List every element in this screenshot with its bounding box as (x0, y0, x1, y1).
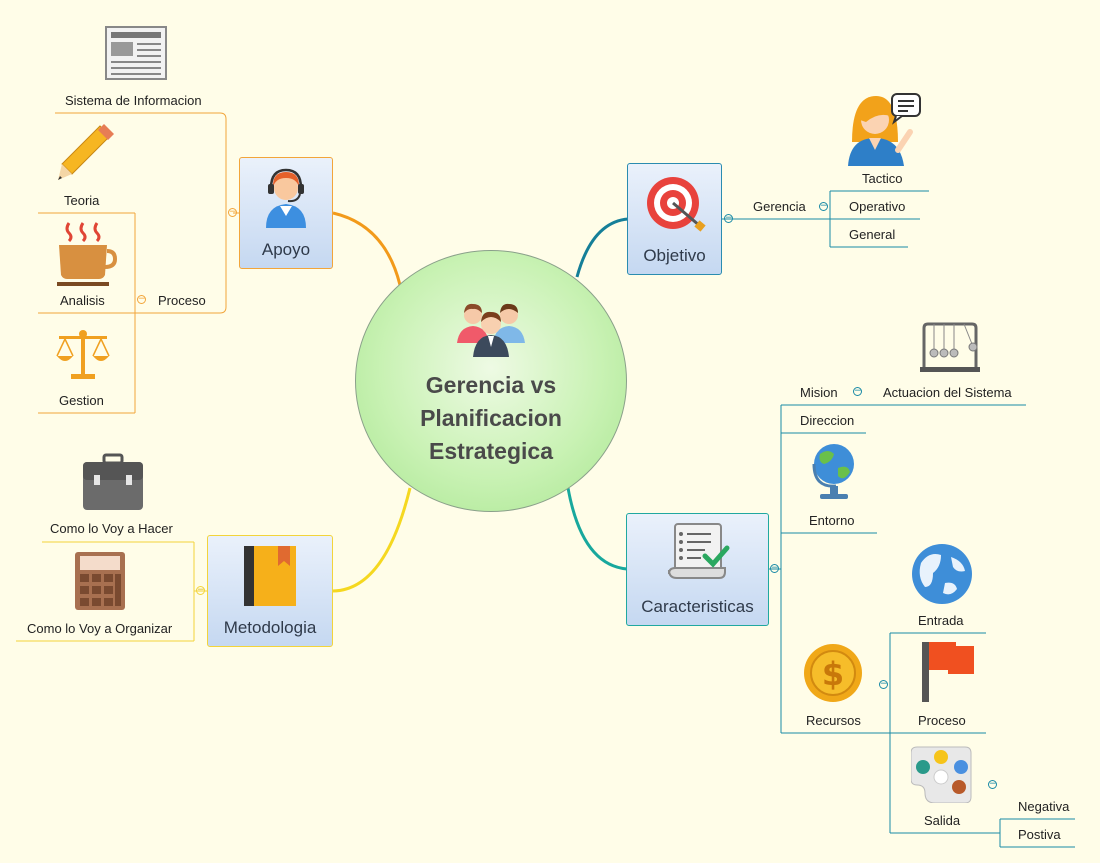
globe-icon (812, 444, 854, 499)
support-agent-icon (266, 168, 306, 228)
palette-icon (911, 746, 972, 803)
node-salida[interactable]: Salida (924, 813, 961, 828)
red-flag-icon (922, 642, 974, 702)
node-operativo[interactable]: Operativo (849, 199, 906, 214)
coffee-cup-icon (57, 222, 117, 286)
collapse-toggle-caracteristicas[interactable]: − (770, 563, 779, 573)
node-tactico[interactable]: Tactico (862, 171, 903, 186)
pencil-icon (58, 124, 114, 180)
topic-objetivo-label: Objetivo (643, 246, 706, 265)
collapse-toggle-recursos[interactable]: − (879, 679, 888, 689)
node-como-lo-voy-a-organizar[interactable]: Como lo Voy a Organizar (27, 621, 173, 636)
central-title-line3: Estrategica (428, 438, 553, 464)
node-postiva[interactable]: Postiva (1018, 827, 1061, 842)
central-topic[interactable]: Gerencia vs Planificacion Estrategica (355, 250, 627, 512)
svg-text:$: $ (822, 655, 844, 693)
node-proceso-recursos[interactable]: Proceso (918, 713, 966, 728)
topic-apoyo[interactable]: Apoyo (239, 157, 333, 269)
central-title-line2: Planificacion (420, 405, 562, 431)
node-entorno[interactable]: Entorno (809, 513, 855, 528)
collapse-toggle-objetivo[interactable]: − (724, 213, 733, 223)
node-analisis[interactable]: Analisis (60, 293, 105, 308)
node-proceso-apoyo[interactable]: Proceso (158, 293, 206, 308)
woman-speaking-icon (848, 93, 921, 166)
node-como-lo-voy-a-hacer[interactable]: Como lo Voy a Hacer (50, 521, 173, 536)
central-title-line1: Gerencia vs (425, 372, 557, 398)
newspaper-icon (105, 26, 167, 80)
team-icon (457, 303, 525, 357)
node-actuacion-del-sistema[interactable]: Actuacion del Sistema (883, 385, 1012, 400)
calculator-icon (75, 552, 125, 610)
node-negativa[interactable]: Negativa (1018, 799, 1070, 814)
topic-apoyo-label: Apoyo (261, 240, 311, 259)
target-icon (646, 177, 706, 232)
earth-icon (912, 544, 972, 604)
node-teoria[interactable]: Teoria (64, 193, 100, 208)
node-general[interactable]: General (849, 227, 896, 242)
node-entrada[interactable]: Entrada (918, 613, 964, 628)
node-sistema-de-informacion[interactable]: Sistema de Informacion (65, 93, 202, 108)
node-direccion[interactable]: Direccion (800, 413, 855, 428)
newton-cradle-icon (920, 322, 980, 372)
node-gerencia[interactable]: Gerencia (753, 199, 806, 214)
node-gestion[interactable]: Gestion (59, 393, 104, 408)
collapse-toggle-salida[interactable]: − (988, 779, 997, 789)
briefcase-icon (83, 453, 143, 510)
topic-objetivo[interactable]: Objetivo (627, 163, 722, 275)
node-mision[interactable]: Mision (800, 385, 838, 400)
book-icon (244, 546, 296, 606)
topic-caracteristicas-label: Caracteristicas (641, 597, 754, 616)
dollar-coin-icon: $ (804, 644, 862, 702)
collapse-toggle-proceso[interactable]: − (137, 294, 146, 304)
collapse-toggle-metodologia[interactable]: − (196, 585, 205, 595)
topic-metodologia-label: Metodologia (223, 618, 317, 637)
collapse-toggle-mision[interactable]: − (853, 386, 862, 396)
collapse-toggle-apoyo[interactable]: − (228, 207, 237, 217)
checklist-scroll-icon (667, 523, 729, 579)
topic-caracteristicas[interactable]: Caracteristicas (626, 513, 769, 626)
collapse-toggle-gerencia[interactable]: − (819, 201, 828, 211)
balance-scale-icon (56, 330, 110, 379)
node-recursos[interactable]: Recursos (806, 713, 861, 728)
topic-metodologia[interactable]: Metodologia (207, 535, 333, 647)
